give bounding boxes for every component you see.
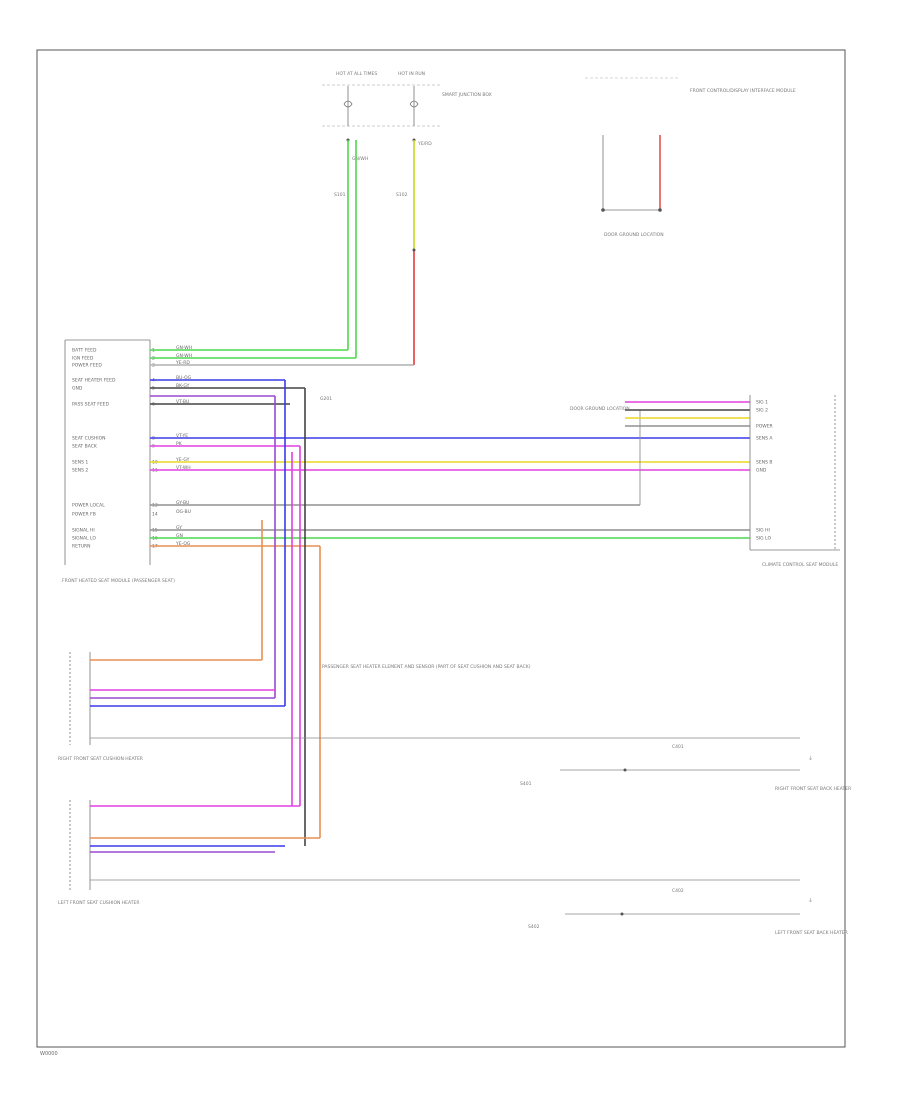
wire-a-code: GN/WH — [352, 156, 368, 162]
left-pin-name: SIGNAL LO — [72, 536, 96, 542]
left-pin-code: GN — [176, 533, 183, 539]
right-pin-name: SIG 1 — [756, 400, 768, 406]
left-pin-name: SENS 2 — [72, 468, 88, 474]
right-pin-name: SIG HI — [756, 528, 770, 534]
left-pin-code: OG-BU — [176, 509, 191, 515]
right-bottom-b-label: LEFT FRONT SEAT BACK HEATER — [775, 930, 848, 936]
left-pin-code: BK-GY — [176, 383, 190, 389]
ground-block: FRONT CONTROL/DISPLAY INTERFACE MODULE D… — [585, 77, 796, 238]
vertical-harness: PASSENGER SEAT HEATER ELEMENT AND SENSOR… — [261, 380, 531, 846]
crossing-wires — [150, 401, 750, 547]
left-pin-name: GND — [72, 386, 83, 392]
left-module: FRONT HEATED SEAT MODULE (PASSENGER SEAT… — [62, 339, 175, 584]
left-pin-code: YE-GY — [175, 457, 190, 463]
splice-a-label: S101 — [334, 192, 346, 198]
left-pin-code: GN-WH — [176, 345, 192, 351]
left-pin-name: RETURN — [72, 544, 91, 550]
right-pin-name: SENS A — [756, 436, 773, 442]
left-pin-number: 14 — [152, 512, 158, 518]
left-pin-name: POWER LOCAL — [72, 503, 105, 509]
left-pin-name: POWER FB — [72, 512, 96, 518]
sensor-a: RIGHT FRONT SEAT CUSHION HEATER — [58, 652, 800, 762]
wire-b-code: YE/RD — [417, 141, 432, 147]
ground-symbol-b: ⏚ — [808, 897, 813, 904]
sensor-b: LEFT FRONT SEAT CUSHION HEATER — [58, 800, 800, 906]
sensor-a-label: RIGHT FRONT SEAT CUSHION HEATER — [58, 756, 143, 762]
ground-symbol-a: ⏚ — [808, 755, 813, 762]
left-pin-code: YE-OG — [175, 541, 191, 547]
right-module-top-label: DOOR GROUND LOCATION — [570, 406, 630, 412]
left-pin-name: SIGNAL HI — [72, 528, 95, 534]
diagram-frame — [36, 49, 846, 1048]
right-bottom-b-splice: S402 — [528, 924, 540, 930]
left-pin-code: PK — [176, 441, 183, 447]
left-pin-code: BU-OG — [176, 375, 192, 381]
left-pin-name: BATT FEED — [72, 348, 97, 354]
harness-note: PASSENGER SEAT HEATER ELEMENT AND SENSOR… — [322, 664, 531, 670]
left-module-wires: G201 — [150, 349, 414, 405]
left-pin-code: VT-YE — [176, 433, 188, 439]
left-pin-code: GY-BU — [176, 500, 189, 506]
splice-b-label: S102 — [396, 192, 408, 198]
right-bottom-a-splice: S401 — [520, 781, 532, 787]
right-module-pins: SIG 1 SIG 2 POWER SENS A SENS B GND SIG HI SIG … — [756, 400, 773, 542]
ground-note: FRONT CONTROL/DISPLAY INTERFACE MODULE — [690, 88, 796, 94]
vertical-feeds — [347, 140, 416, 365]
right-pin-name: POWER — [756, 424, 773, 430]
left-pin-name: PASS SEAT FEED — [72, 402, 110, 408]
right-bottom-a-label: RIGHT FRONT SEAT BACK HEATER — [775, 786, 851, 792]
fuse-block-label: SMART JUNCTION BOX — [442, 92, 492, 98]
left-pin-code: GN-WH — [176, 353, 192, 359]
left-pin-name: IGN FEED — [72, 356, 94, 362]
left-pin-name: SEAT BACK — [72, 444, 98, 450]
right-bottom-b: LEFT FRONT SEAT BACK HEATER C402 S402 ⏚ — [528, 888, 848, 936]
left-pin-code: GY — [176, 525, 182, 531]
right-module-label: CLIMATE CONTROL SEAT MODULE — [762, 562, 838, 568]
left-pin-name: SENS 1 — [72, 460, 88, 466]
left-pin-name: POWER FEED — [72, 363, 102, 369]
left-pin-code: YE-RD — [175, 360, 190, 366]
left-pin-name: SEAT HEATER FEED — [72, 378, 116, 384]
right-pin-name: SIG 2 — [756, 408, 768, 414]
right-pin-name: SIG LO — [756, 536, 771, 542]
right-pin-name: GND — [756, 468, 767, 474]
right-bottom-b-inline: C402 — [672, 888, 684, 894]
right-module: CLIMATE CONTROL SEAT MODULE DOOR GROUND … — [570, 395, 840, 568]
sensor-b-label: LEFT FRONT SEAT CUSHION HEATER — [58, 900, 139, 906]
fuse-a-label: HOT AT ALL TIMES — [336, 71, 377, 77]
right-pin-name: SENS B — [756, 460, 772, 466]
right-bottom-a-inline: C401 — [672, 744, 684, 750]
footer-code: W0000 — [40, 1051, 58, 1057]
left-module-label: FRONT HEATED SEAT MODULE (PASSENGER SEAT… — [62, 578, 175, 584]
left-pin-code: VT-WH — [176, 465, 191, 471]
left-pin-name: SEAT CUSHION — [72, 436, 106, 442]
fuse-b-label: HOT IN RUN — [398, 71, 425, 77]
ground-wire-label: G201 — [320, 396, 332, 402]
ground-ref: DOOR GROUND LOCATION — [604, 232, 664, 238]
right-bottom-a: RIGHT FRONT SEAT BACK HEATER C401 S401 ⏚ — [520, 744, 851, 792]
left-pin-code: VT-BU — [176, 399, 189, 405]
